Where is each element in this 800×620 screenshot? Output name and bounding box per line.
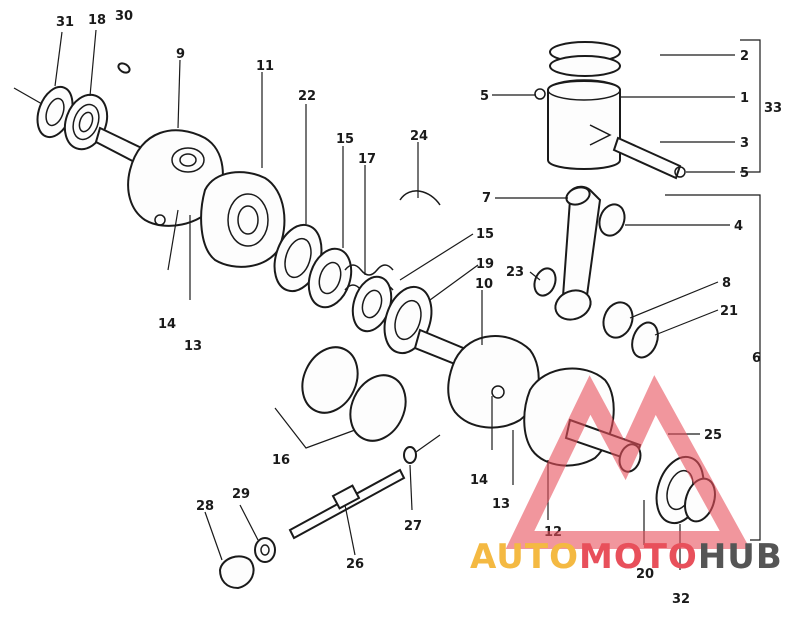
label-26: 26: [346, 557, 364, 572]
label-3: 3: [740, 136, 749, 151]
label-25: 25: [704, 428, 722, 443]
label-19: 19: [476, 257, 494, 272]
label-6: 6: [752, 351, 761, 366]
label-14-right: 14: [470, 473, 488, 488]
label-8: 8: [722, 276, 731, 291]
piston-group: [534, 39, 761, 541]
watermark-hub: HUB: [698, 537, 783, 577]
watermark-moto: MOTO: [579, 537, 698, 577]
label-23: 23: [506, 265, 524, 280]
label-13-left: 13: [184, 339, 202, 354]
label-17: 17: [358, 152, 376, 167]
label-27: 27: [404, 519, 422, 534]
leader-lines: [54, 29, 735, 570]
center-bearing-stack: [273, 190, 441, 355]
label-14-left: 14: [158, 317, 176, 332]
label-5-lower: 5: [740, 166, 749, 181]
label-7: 7: [482, 191, 491, 206]
label-1: 1: [740, 91, 749, 106]
label-13-right: 13: [492, 497, 510, 512]
label-29: 29: [232, 487, 250, 502]
rings-16: [274, 346, 407, 449]
connecting-rod-group: [533, 185, 659, 359]
label-18: 18: [88, 13, 106, 28]
svg-text:AUTOMOTOHUB: AUTOMOTOHUB: [470, 537, 783, 577]
label-33: 33: [764, 101, 782, 116]
label-16: 16: [272, 453, 290, 468]
label-15-lower: 15: [476, 227, 494, 242]
part-labels: 31 18 30 9 11 22 15 17 24 15 19 10 2 1 5…: [56, 9, 782, 607]
label-21: 21: [720, 304, 738, 319]
label-20: 20: [636, 567, 654, 582]
watermark-logo: AUTOMOTOHUB: [470, 375, 783, 577]
label-22: 22: [298, 89, 316, 104]
watermark-auto: AUTO: [470, 537, 579, 577]
label-2: 2: [740, 49, 749, 64]
small-parts: [218, 434, 441, 590]
label-30: 30: [115, 9, 133, 24]
label-24: 24: [410, 129, 428, 144]
label-9: 9: [176, 47, 185, 62]
label-10: 10: [475, 277, 493, 292]
label-5-upper: 5: [480, 89, 489, 104]
label-4: 4: [734, 219, 743, 234]
left-crank-assembly: [13, 62, 286, 300]
label-15-upper: 15: [336, 132, 354, 147]
label-28: 28: [196, 499, 214, 514]
watermark-triangle-icon: [505, 375, 751, 549]
label-31: 31: [56, 15, 74, 30]
label-11: 11: [256, 59, 274, 74]
label-32: 32: [672, 592, 690, 607]
